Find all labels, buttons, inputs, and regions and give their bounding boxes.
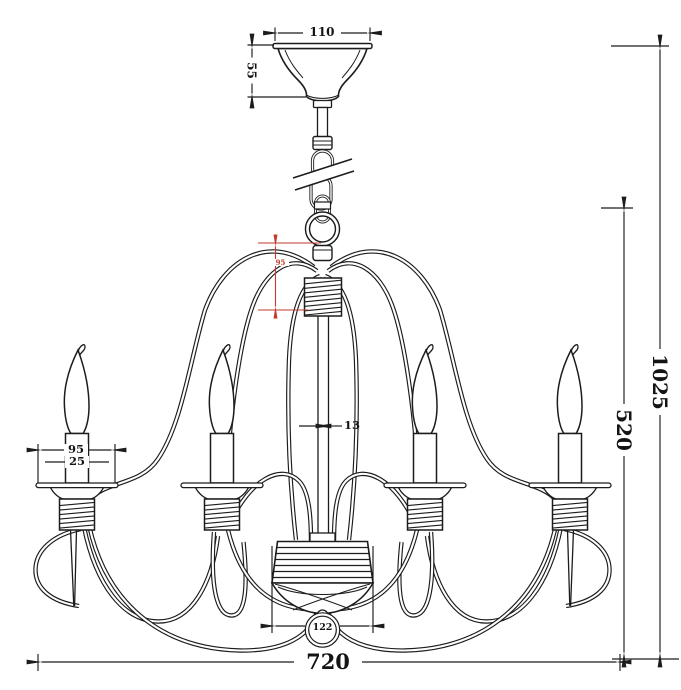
dim-hub-diameter: 122 [312,622,333,633]
dim-candle-sleeve-diameter: 25 [65,455,89,468]
candle-left-inner [180,343,264,531]
suspension-chain [292,149,355,262]
dim-canopy-width: 110 [303,26,341,38]
dim-body-height: 520 [612,404,636,456]
center-rod [317,314,330,544]
drop-finial-rods [69,529,575,607]
lower-swag-arms [33,471,612,653]
ceiling-canopy [272,42,373,151]
dim-suspension-detail: 95 [272,259,289,266]
red-dimension [258,234,321,319]
candle-right-outer [528,343,612,531]
dim-overall-height: 1025 [648,349,672,415]
bottom-hub [270,532,375,648]
break-symbol [292,160,355,189]
dim-canopy-height: 55 [244,57,259,84]
candle-left-outer [35,343,119,531]
top-coil [303,277,343,317]
dim-stem-diameter: 13 [343,418,360,432]
upper-arms [86,249,559,541]
dim-bobeche-width: 95 [64,443,88,456]
dim-overall-width: 720 [294,651,362,672]
